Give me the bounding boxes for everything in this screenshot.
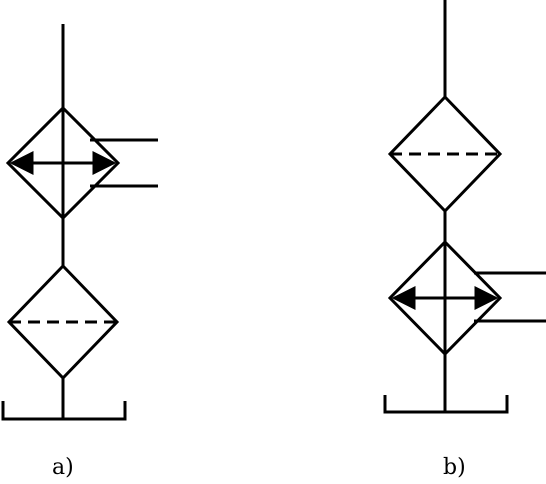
reservoir-tank [1,401,127,421]
diagram-a [1,24,158,421]
label-a: a) [52,455,74,480]
filter-diamond [387,94,503,214]
reservoir-tank [383,395,509,414]
label-b: b) [443,455,466,480]
diagram-b [383,0,546,414]
filter-diamond [6,263,120,381]
